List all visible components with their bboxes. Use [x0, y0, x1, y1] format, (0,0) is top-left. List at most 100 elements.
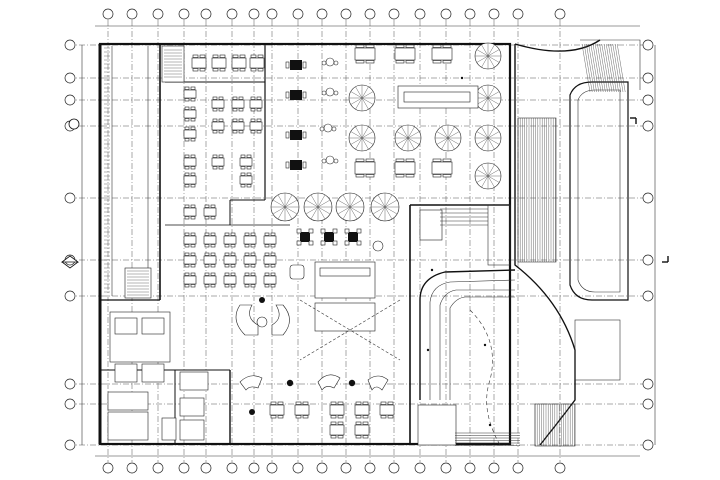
table-set — [183, 232, 197, 248]
grid-bubble-bottom — [152, 462, 164, 474]
umbrella-canopies — [270, 42, 502, 222]
ramp — [487, 204, 511, 266]
table-set — [243, 232, 257, 248]
round-table — [319, 123, 337, 133]
table-set — [263, 272, 277, 288]
stair-core-top — [161, 45, 185, 83]
grid-bubble-top — [226, 8, 238, 20]
grid-bubble-bottom — [200, 462, 212, 474]
table-set — [249, 96, 263, 112]
deck-board — [599, 43, 608, 93]
table-set — [354, 421, 370, 439]
table-set — [231, 96, 245, 112]
table-set — [231, 54, 247, 72]
umbrella — [434, 124, 462, 152]
grid-bubble-right — [642, 378, 654, 390]
table-set — [239, 172, 253, 188]
grid-bubble-bottom — [102, 462, 114, 474]
deck-outline — [534, 403, 576, 447]
square-table — [344, 228, 362, 246]
table-set — [183, 86, 197, 102]
grid-bubble-bottom — [226, 462, 238, 474]
table-set — [329, 421, 345, 439]
grid-bubble-top — [512, 8, 524, 20]
grid-bubble-top — [266, 8, 278, 20]
umbrella — [348, 124, 376, 152]
table-set — [263, 232, 277, 248]
grid-bubble-left — [64, 72, 76, 84]
grid-bubbles-top — [102, 8, 566, 20]
grid-bubble-bottom — [316, 462, 328, 474]
grid-bubble-right — [642, 120, 654, 132]
grid-bubble-bottom — [464, 462, 476, 474]
grid-bubble-right — [642, 439, 654, 451]
deck-board — [610, 43, 619, 93]
grid-bubble-top — [414, 8, 426, 20]
grid-bubble-bottom — [388, 462, 400, 474]
deck-board — [592, 43, 602, 93]
grid-bubble-bottom — [440, 462, 452, 474]
level-markers — [426, 76, 492, 427]
grid-bubble-top — [488, 8, 500, 20]
grid-bubble-right — [642, 290, 654, 302]
grid-bubble-top — [102, 8, 114, 20]
table-set — [249, 118, 263, 134]
table-set — [211, 96, 225, 112]
table-set — [203, 272, 217, 288]
deck-board — [614, 43, 624, 93]
entrance-steps — [440, 204, 520, 446]
deck-board — [617, 43, 626, 93]
table-set — [354, 44, 376, 64]
grid-bubble-bottom — [414, 462, 426, 474]
grid-bubble-right — [642, 39, 654, 51]
grid-bubble-bottom — [512, 462, 524, 474]
grid-bubble-top — [292, 8, 304, 20]
table-set — [239, 154, 253, 170]
grid-bubble-top — [440, 8, 452, 20]
grid-bubble-top — [178, 8, 190, 20]
table-set — [354, 158, 376, 178]
table-set — [431, 44, 453, 64]
table-set — [183, 172, 197, 188]
grid-bubble-left — [64, 192, 76, 204]
booth-table — [285, 160, 307, 170]
table-set — [249, 54, 265, 72]
table-set — [269, 401, 285, 419]
dining-tables — [183, 44, 453, 439]
table-set — [231, 118, 245, 134]
grid-bubble-top — [340, 8, 352, 20]
grid-bubble-bottom — [488, 462, 500, 474]
umbrella — [348, 84, 376, 112]
stair-core-middle — [124, 267, 152, 299]
timber-decks — [517, 43, 626, 447]
grid-bubbles-right — [642, 39, 654, 451]
grid-bubble-bottom — [248, 462, 260, 474]
table-set — [223, 232, 237, 248]
booth-table — [285, 60, 307, 70]
table-set — [211, 54, 227, 72]
table-set — [211, 154, 225, 170]
table-set — [203, 252, 217, 268]
corridor-hatch — [104, 46, 149, 296]
deck-board — [612, 43, 621, 93]
table-set — [263, 252, 277, 268]
booth-table — [285, 130, 307, 140]
round-table — [321, 155, 339, 165]
grid-bubble-bottom — [266, 462, 278, 474]
square-table — [296, 228, 314, 246]
table-set — [183, 126, 197, 142]
table-set — [223, 272, 237, 288]
round-table — [321, 87, 339, 97]
deck-board — [597, 43, 606, 93]
grid-bubble-top — [364, 8, 376, 20]
table-set — [243, 252, 257, 268]
grid-bubble-top — [464, 8, 476, 20]
section-markers — [60, 117, 669, 269]
deck-board — [590, 43, 599, 93]
table-set — [394, 158, 416, 178]
table-set — [354, 401, 370, 419]
table-set — [294, 401, 310, 419]
grid-bubble-bottom — [292, 462, 304, 474]
table-set — [183, 272, 197, 288]
round-table — [321, 57, 339, 67]
